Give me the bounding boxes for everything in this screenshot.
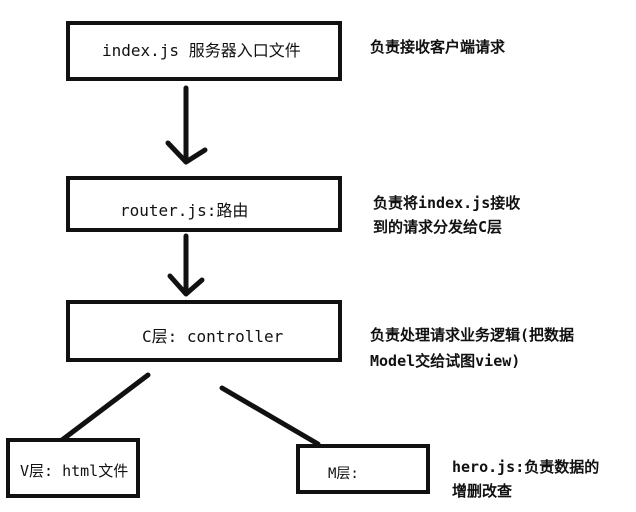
line-controller-model: [219, 385, 321, 447]
router-node-label: router.js:路由: [120, 201, 249, 220]
arrowhead-router-controller: [167, 273, 205, 297]
model-note-line1: hero.js:负责数据的: [452, 458, 600, 476]
router-node: router.js:路由: [66, 176, 342, 232]
controller-note-line2: Model交给试图view): [370, 352, 521, 370]
controller-node-label: C层: controller: [142, 327, 284, 346]
line-controller-view: [59, 372, 151, 443]
view-node: V层: html文件: [6, 438, 140, 498]
index-node: index.js 服务器入口文件: [66, 21, 342, 81]
index-note: 负责接收客户端请求: [370, 38, 506, 56]
router-note-line2: 到的请求分发给C层: [373, 218, 503, 236]
model-node-label: M层:: [328, 466, 359, 482]
model-node: M层:: [296, 444, 430, 494]
controller-node: C层: controller: [66, 300, 342, 362]
view-node-label: V层: html文件: [20, 462, 129, 480]
model-note-line2: 增删改查: [452, 482, 513, 500]
router-note-line1: 负责将index.js接收: [373, 194, 521, 212]
index-node-label: index.js 服务器入口文件: [102, 41, 301, 60]
arrowhead-index-router: [165, 140, 208, 165]
controller-note-line1: 负责处理请求业务逻辑(把数据: [370, 326, 575, 344]
